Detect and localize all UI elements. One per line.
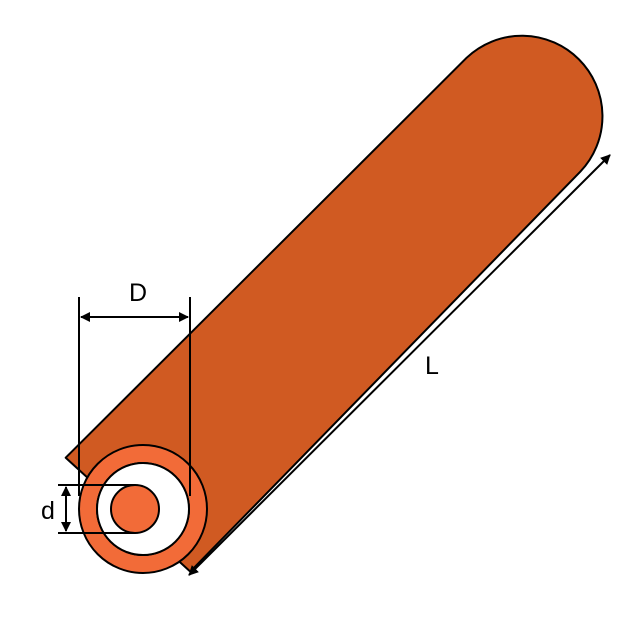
inner-diameter-label: d [41,497,55,525]
outer-diameter-label: D [129,279,147,307]
length-label: L [425,352,439,380]
pipe-inner-core [110,484,160,534]
length-arrow [188,154,611,576]
